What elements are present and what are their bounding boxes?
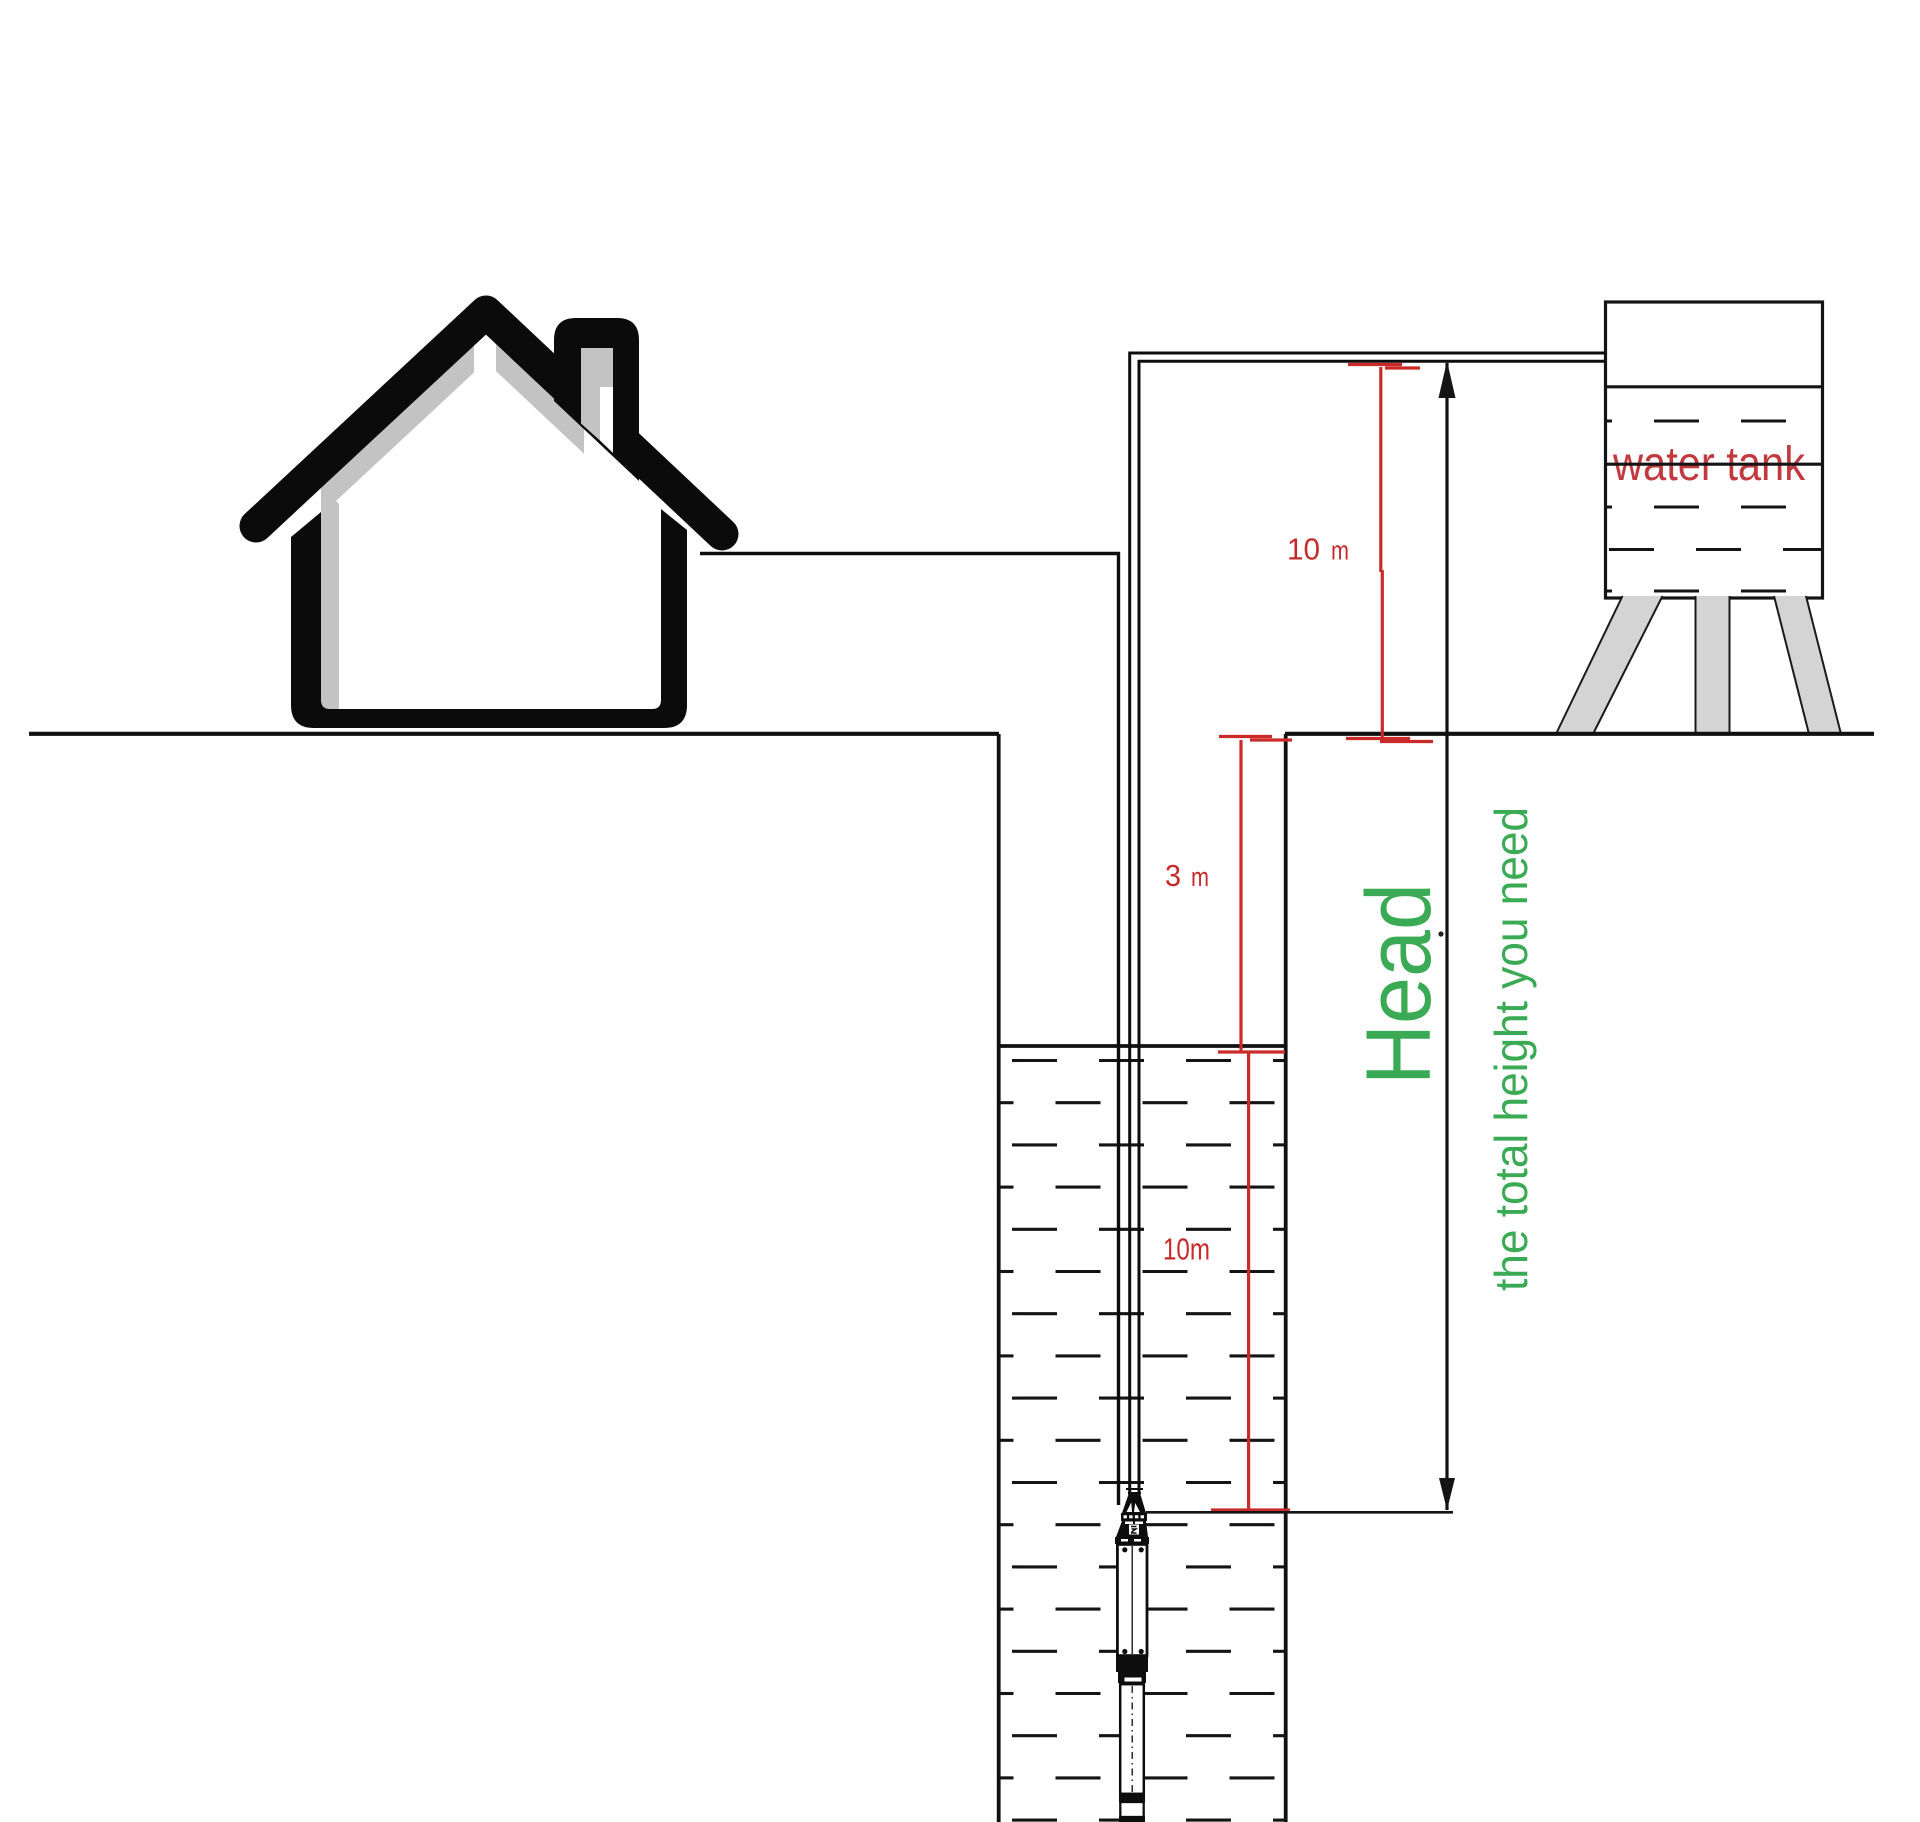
svg-text:10m: 10m bbox=[1163, 1232, 1210, 1267]
svg-text:m: m bbox=[1191, 862, 1209, 892]
svg-text:the total height you need: the total height you need bbox=[1485, 807, 1537, 1291]
svg-text:10: 10 bbox=[1287, 532, 1320, 567]
svg-text:3: 3 bbox=[1165, 858, 1181, 893]
svg-text:Head: Head bbox=[1348, 883, 1450, 1085]
svg-text:m: m bbox=[1331, 536, 1349, 566]
